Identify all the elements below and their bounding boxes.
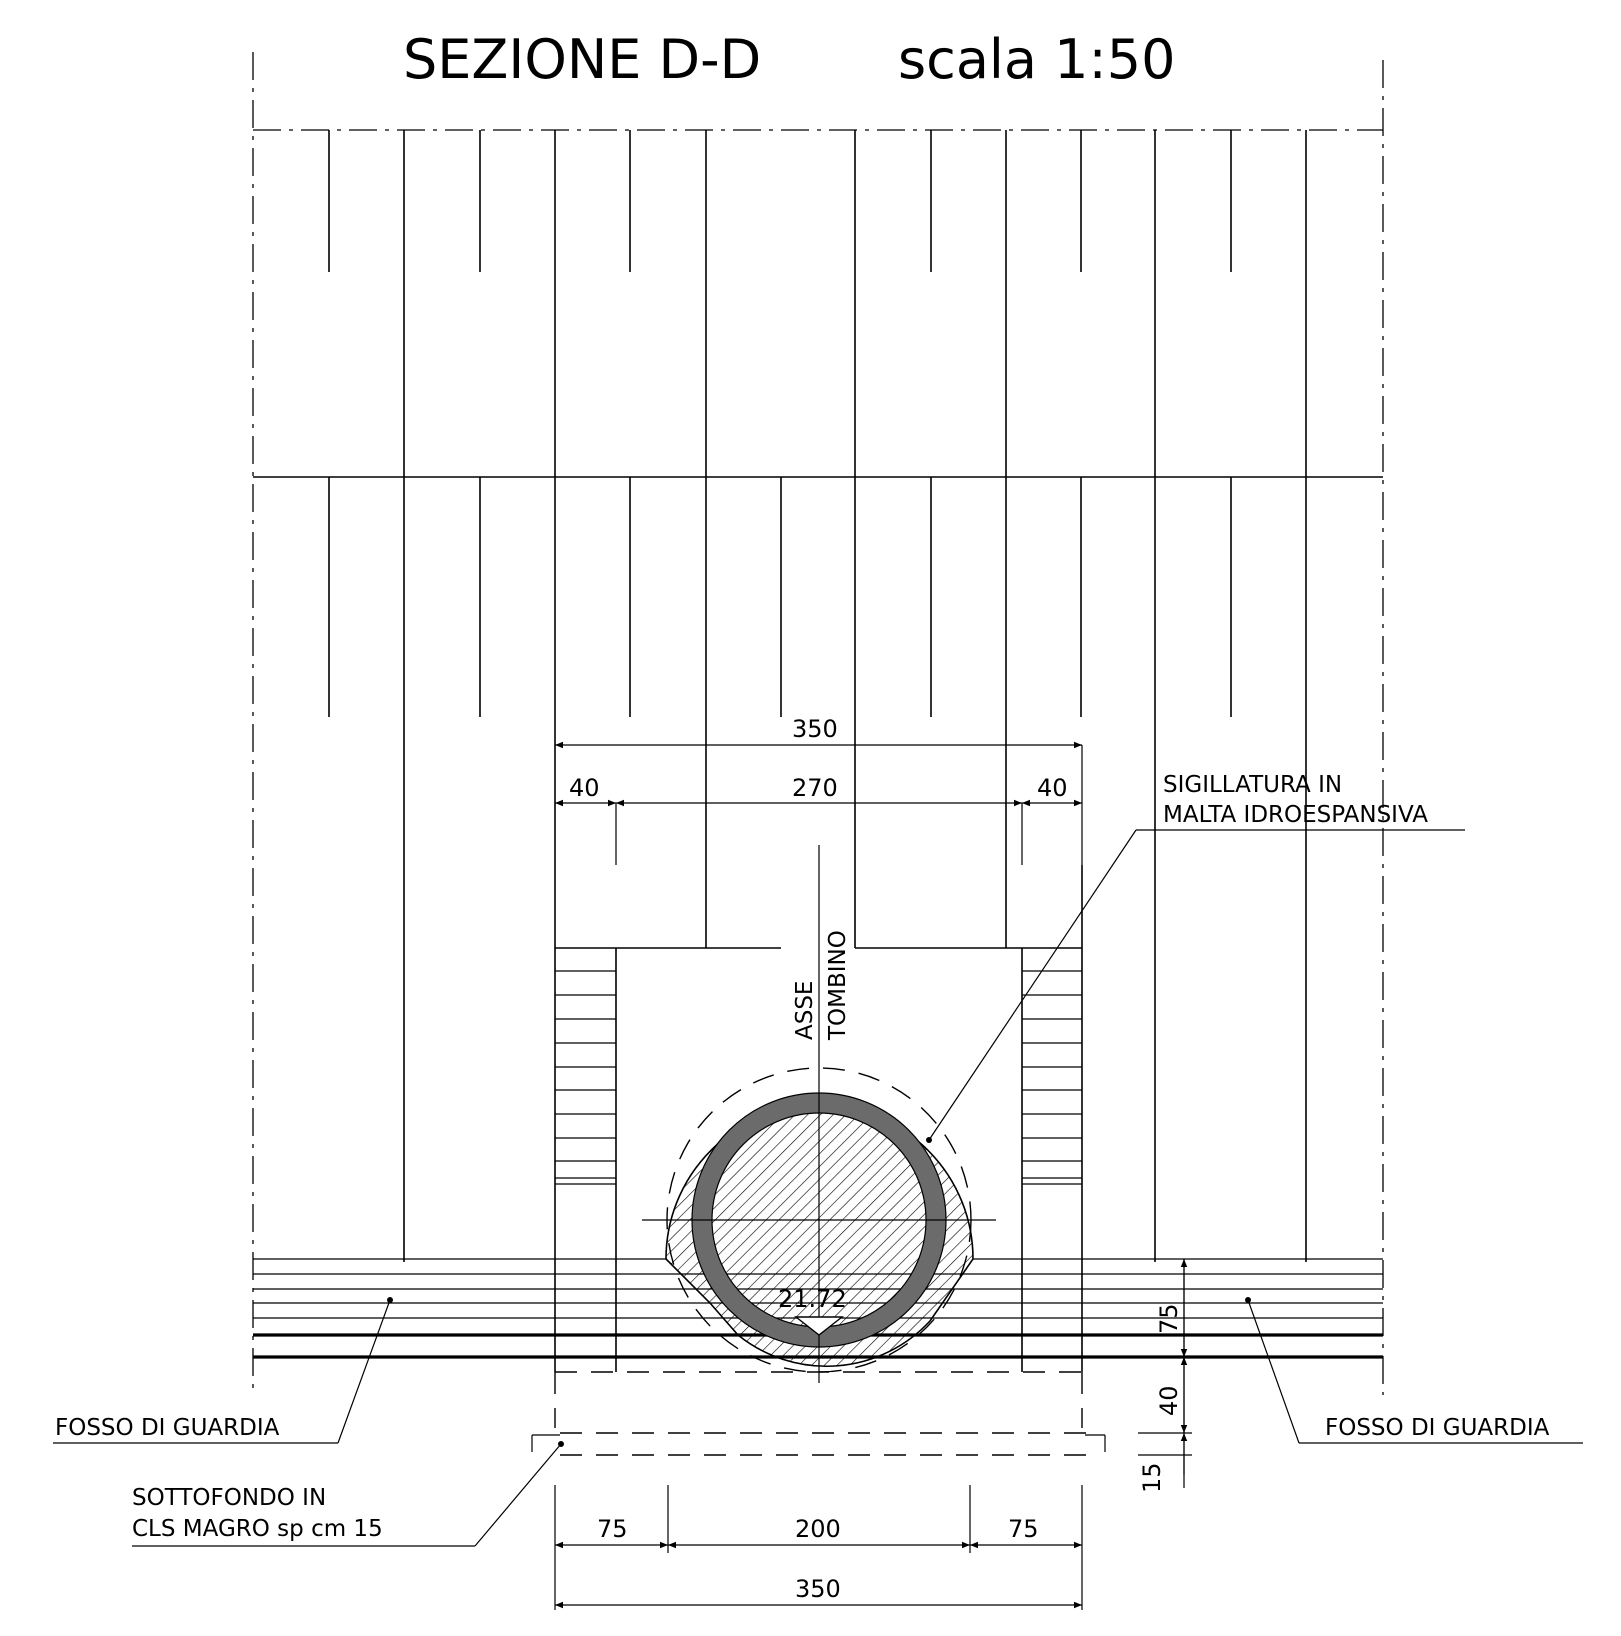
drawing-title: SEZIONE D-D xyxy=(403,28,761,91)
drawing-scale: scala 1:50 xyxy=(898,28,1175,91)
dim-bottom-mid: 200 xyxy=(795,1515,841,1543)
sealing-leader: SIGILLATURA IN MALTA IDROESPANSIVA xyxy=(926,772,1465,1143)
vertical-grid-short xyxy=(328,130,1232,717)
base-slab xyxy=(531,1371,1106,1456)
ditch-right-label: FOSSO DI GUARDIA xyxy=(1325,1415,1550,1441)
dim-side-15: 15 xyxy=(1138,1462,1166,1493)
brick-courses-right xyxy=(1022,970,1082,1185)
sealing-label-line1: SIGILLATURA IN xyxy=(1163,772,1342,798)
dim-side-40: 40 xyxy=(1155,1385,1183,1416)
elevation-triangle-icon xyxy=(793,1316,845,1336)
dim-bottom-total: 350 xyxy=(795,1575,841,1603)
base-label-line1: SOTTOFONDO IN xyxy=(132,1485,326,1511)
dim-top-left: 40 xyxy=(569,774,600,802)
side-dimensions: 75 40 15 xyxy=(1138,1259,1192,1493)
sealing-label-line2: MALTA IDROESPANSIVA xyxy=(1163,802,1428,828)
ditch-left-label: FOSSO DI GUARDIA xyxy=(55,1415,280,1441)
invert-elevation: 21.72 xyxy=(778,1285,847,1313)
axis-label-line1: ASSE xyxy=(792,981,818,1040)
vertical-grid-long xyxy=(403,130,1307,1262)
dim-top-total: 350 xyxy=(792,715,838,743)
dim-side-75: 75 xyxy=(1155,1303,1183,1334)
ditch-left-leader: FOSSO DI GUARDIA xyxy=(53,1297,393,1444)
axis-label-line2: TOMBINO xyxy=(825,930,851,1041)
base-leader: SOTTOFONDO IN CLS MAGRO sp cm 15 xyxy=(132,1441,564,1547)
brick-courses-left xyxy=(555,970,616,1185)
dim-bottom-left: 75 xyxy=(597,1515,628,1543)
outer-frame xyxy=(252,52,1384,1395)
top-dimensions: 350 40 270 40 xyxy=(555,715,1083,865)
bottom-dimensions: 75 200 75 350 xyxy=(554,1485,1083,1610)
base-label-line2: CLS MAGRO sp cm 15 xyxy=(132,1516,383,1542)
ditch-right-leader: FOSSO DI GUARDIA xyxy=(1245,1297,1583,1444)
dim-top-right: 40 xyxy=(1037,774,1068,802)
dim-top-mid: 270 xyxy=(792,774,838,802)
dim-bottom-right: 75 xyxy=(1008,1515,1039,1543)
